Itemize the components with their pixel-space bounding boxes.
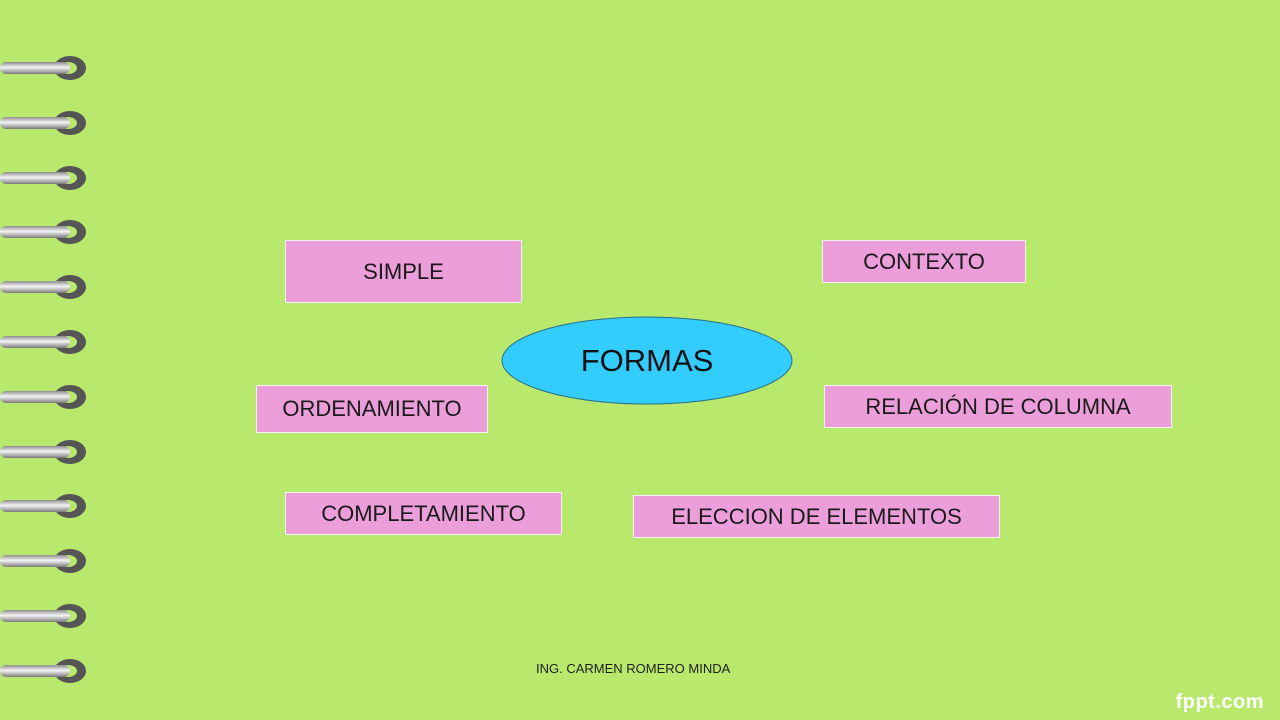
spiral-binding-ring-icon — [0, 437, 90, 467]
spiral-binding-ring-icon — [0, 53, 90, 83]
spiral-binding-ring-icon — [0, 217, 90, 247]
node-contexto: CONTEXTO — [822, 240, 1026, 283]
center-node-label: FORMAS — [580, 343, 714, 378]
spiral-binding-ring-icon — [0, 108, 90, 138]
center-node: FORMAS — [501, 316, 793, 405]
fppt-logo: fppt.com — [1175, 691, 1264, 713]
node-ordenamiento: ORDENAMIENTO — [256, 385, 488, 433]
center-ellipse-shape — [501, 316, 793, 405]
node-contexto-label: CONTEXTO — [863, 249, 985, 274]
node-completamiento: COMPLETAMIENTO — [285, 492, 562, 535]
spiral-binding-ring-icon — [0, 656, 90, 686]
node-completamiento-label: COMPLETAMIENTO — [321, 501, 526, 526]
spiral-binding-ring-icon — [0, 327, 90, 357]
spiral-binding-ring-icon — [0, 382, 90, 412]
node-relacion-label: RELACIÓN DE COLUMNA — [865, 394, 1131, 419]
node-eleccion-de-elementos: ELECCION DE ELEMENTOS — [633, 495, 1000, 538]
spiral-binding-ring-icon — [0, 601, 90, 631]
author-footer: ING. CARMEN ROMERO MINDA — [536, 661, 731, 676]
spiral-binding-ring-icon — [0, 163, 90, 193]
spiral-binding-ring-icon — [0, 491, 90, 521]
node-simple-label: SIMPLE — [363, 259, 444, 284]
node-ordenamiento-label: ORDENAMIENTO — [282, 396, 462, 421]
node-simple: SIMPLE — [285, 240, 522, 303]
node-eleccion-label: ELECCION DE ELEMENTOS — [671, 504, 962, 529]
spiral-binding-ring-icon — [0, 272, 90, 302]
node-relacion-de-columna: RELACIÓN DE COLUMNA — [824, 385, 1172, 428]
spiral-binding-ring-icon — [0, 546, 90, 576]
